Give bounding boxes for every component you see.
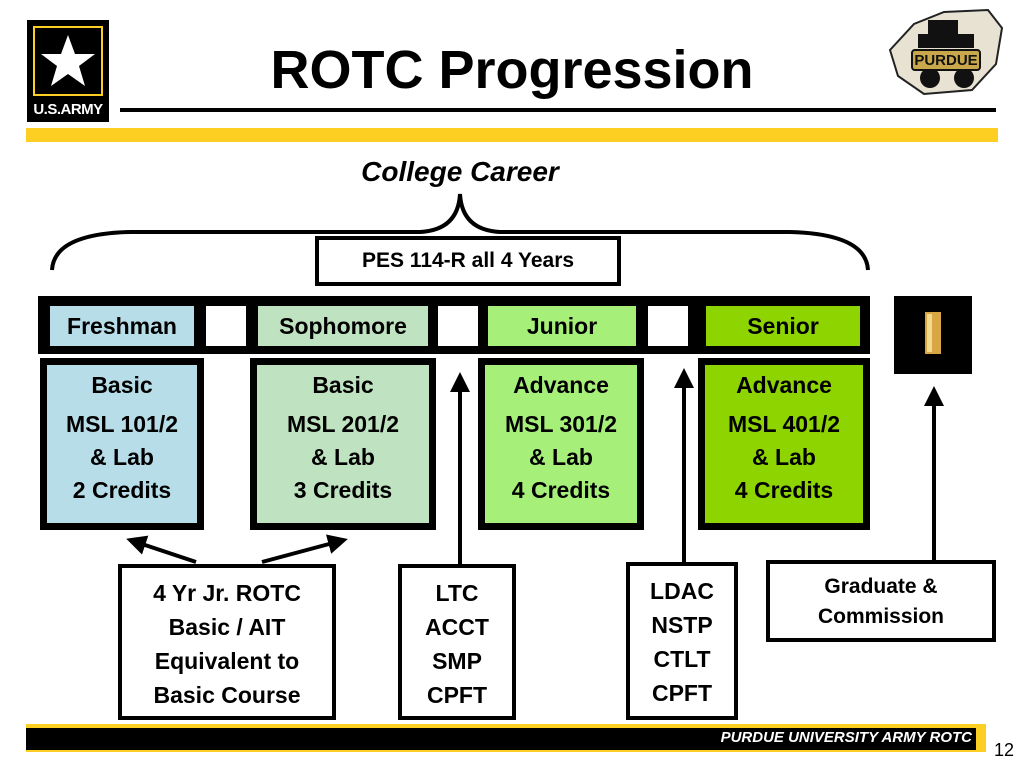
box-line: LDAC [650, 578, 714, 604]
year-header-sophomore: Sophomore [258, 306, 428, 346]
box-line: SMP [432, 648, 482, 674]
year-course: MSL 301/2 [504, 411, 618, 437]
year-level: Basic [312, 372, 374, 398]
footer-org: PURDUE UNIVERSITY ARMY ROTC [720, 729, 972, 746]
star-icon [41, 35, 95, 86]
timeline-gap [438, 306, 478, 346]
year-lab: & Lab [90, 444, 154, 470]
arrow-to-sophomore [261, 534, 348, 564]
footer-band [26, 724, 986, 752]
year-level: Basic [91, 372, 153, 398]
svg-text:PURDUE: PURDUE [914, 52, 977, 69]
college-career-brace [50, 193, 870, 271]
footer-black-strip [26, 728, 976, 750]
ltc-box: LTC ACCT SMP CPFT [398, 564, 516, 720]
year-course: MSL 401/2 [727, 411, 841, 437]
year-column-senior: Advance MSL 401/2 & Lab 4 Credits [698, 358, 870, 530]
purdue-logo: PURDUE [884, 6, 1008, 98]
timeline-gap [206, 306, 246, 346]
year-level: Advance [513, 372, 609, 398]
year-header-junior: Junior [488, 306, 636, 346]
year-header-senior: Senior [706, 306, 860, 346]
page-title: ROTC Progression [270, 40, 754, 100]
college-career-label: College Career [361, 156, 559, 187]
box-line: Basic / AIT [168, 614, 286, 640]
army-star-frame [33, 26, 103, 96]
year-header-freshman: Freshman [50, 306, 194, 346]
year-column-freshman: Basic MSL 101/2 & Lab 2 Credits [40, 358, 204, 530]
box-line: Commission [817, 605, 945, 628]
header-gold-band [26, 128, 998, 142]
box-line: ACCT [425, 614, 489, 640]
box-line: Equivalent to [154, 648, 300, 674]
jr-rotc-equivalent-box: 4 Yr Jr. ROTC Basic / AIT Equivalent to … [118, 564, 336, 720]
box-line: CPFT [651, 680, 713, 706]
timeline-gap [648, 306, 688, 346]
year-course: MSL 201/2 [286, 411, 400, 437]
year-credits: 2 Credits [72, 477, 172, 503]
year-course: MSL 101/2 [65, 411, 179, 437]
header-rule [120, 108, 996, 112]
box-line: NSTP [651, 612, 713, 638]
year-column-junior: Advance MSL 301/2 & Lab 4 Credits [478, 358, 644, 530]
year-lab: & Lab [311, 444, 375, 470]
year-credits: 4 Credits [511, 477, 611, 503]
box-line: LTC [435, 580, 479, 606]
graduate-commission-box: Graduate & Commission [766, 560, 996, 642]
box-line: CTLT [653, 646, 711, 672]
year-column-sophomore: Basic MSL 201/2 & Lab 3 Credits [250, 358, 436, 530]
ldac-box: LDAC NSTP CTLT CPFT [626, 562, 738, 720]
box-line: Graduate & [824, 575, 938, 598]
year-level: Advance [736, 372, 832, 398]
lieutenant-bar-insignia [894, 296, 972, 374]
army-logo-text: U.S.ARMY [33, 101, 103, 118]
year-credits: 4 Credits [734, 477, 834, 503]
year-lab: & Lab [529, 444, 593, 470]
year-credits: 3 Credits [293, 477, 393, 503]
us-army-logo: U.S.ARMY [27, 20, 109, 122]
year-lab: & Lab [752, 444, 816, 470]
pes-course-box: PES 114-R all 4 Years [315, 236, 621, 286]
gold-bar-icon [925, 312, 941, 354]
page-number: 12 [993, 740, 1015, 760]
arrow-to-freshman [126, 535, 197, 564]
box-line: Basic Course [153, 682, 301, 708]
box-line: CPFT [426, 682, 488, 708]
box-line: 4 Yr Jr. ROTC [153, 580, 301, 606]
